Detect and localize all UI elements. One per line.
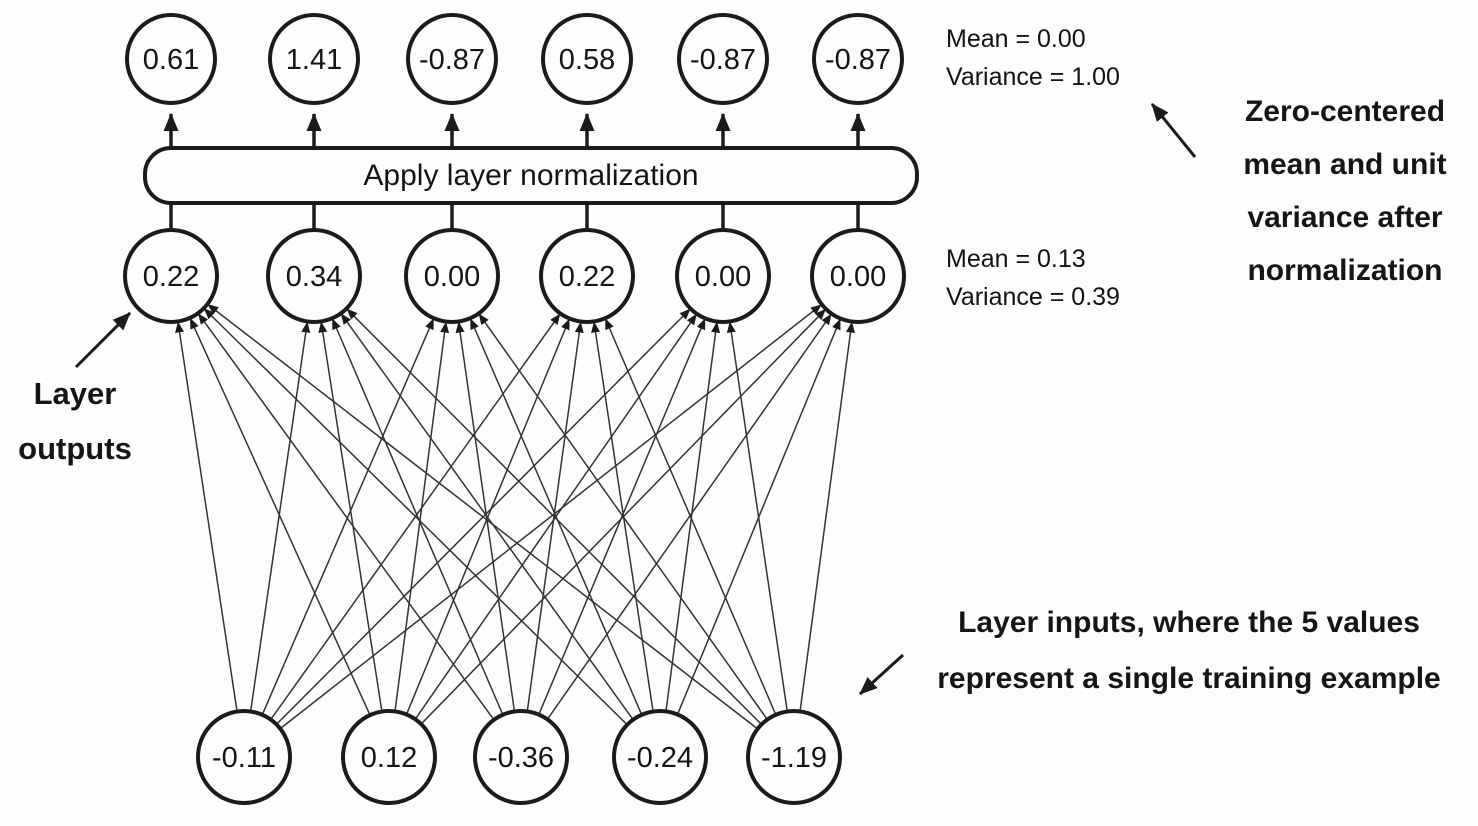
middle-node-2 [404, 228, 500, 324]
middle-node-3 [539, 228, 635, 324]
bottom-node-0 [196, 709, 292, 805]
apply-layer-normalization-box: Apply layer normalization [143, 146, 919, 205]
top-node-4 [677, 13, 769, 105]
mean-before-label: Mean = 0.13 [946, 245, 1086, 273]
middle-node-2-value: 0.00 [424, 261, 480, 293]
middle-node-3-value: 0.22 [559, 261, 615, 293]
top-node-3 [541, 13, 633, 105]
top-node-1-value: 1.41 [286, 44, 342, 76]
bottom-node-0-value: -0.11 [212, 742, 276, 774]
stats-before-normalization: Mean = 0.13 Variance = 0.39 [946, 240, 1120, 316]
middle-node-4-value: 0.00 [695, 261, 751, 293]
layer-outputs-arrow [74, 311, 132, 369]
caption-layer-outputs: Layer outputs [0, 366, 150, 476]
top-node-5-value: -0.87 [825, 44, 891, 76]
bottom-node-1-value: 0.12 [361, 742, 417, 774]
connection-line-4-2 [478, 313, 768, 720]
caption-layer-inputs-line1: Layer inputs, where the 5 values [958, 606, 1420, 639]
connection-line-1-0 [189, 317, 371, 716]
caption-zero-centered-line4: normalization [1247, 254, 1443, 287]
middle-node-0 [123, 228, 219, 324]
top-node-3-value: 0.58 [559, 44, 615, 76]
caption-layer-inputs: Layer inputs, where the 5 values represe… [889, 595, 1478, 707]
variance-before-label: Variance = 0.39 [946, 283, 1120, 311]
connection-line-3-4 [665, 321, 721, 712]
top-node-2-value: -0.87 [419, 44, 485, 76]
connection-line-1-3 [405, 318, 571, 715]
connection-line-0-2 [261, 317, 435, 716]
bottom-node-1 [341, 709, 437, 805]
middle-node-4 [675, 228, 771, 324]
connection-line-4-1 [345, 308, 763, 725]
middle-node-5-value: 0.00 [830, 261, 886, 293]
connection-line-4-4 [726, 321, 789, 712]
connection-line-3-2 [469, 317, 643, 716]
top-node-1 [268, 13, 360, 105]
top-node-2 [406, 13, 498, 105]
caption-layer-inputs-line2: represent a single training example [937, 662, 1441, 695]
mean-after-label: Mean = 0.00 [946, 25, 1086, 53]
top-node-0 [125, 13, 217, 105]
bottom-node-2 [473, 709, 569, 805]
bottom-node-4 [746, 709, 842, 805]
top-node-5 [812, 13, 904, 105]
middle-node-1 [266, 228, 362, 324]
connection-line-2-4 [538, 318, 706, 715]
connection-line-2-0 [197, 312, 495, 721]
bottom-node-4-value: -1.19 [761, 742, 827, 774]
connection-line-1-2 [394, 321, 450, 712]
stats-after-normalization: Mean = 0.00 Variance = 1.00 [946, 20, 1120, 96]
variance-after-label: Variance = 1.00 [946, 63, 1120, 91]
bottom-node-3-value: -0.24 [627, 742, 693, 774]
zero-centered-arrow [1150, 103, 1197, 158]
connection-line-4-3 [604, 317, 777, 716]
connection-line-4-5 [799, 321, 855, 712]
connection-line-3-1 [340, 312, 634, 721]
connection-line-4-0 [206, 303, 759, 730]
layer-inputs-arrow [858, 653, 905, 696]
connection-line-2-1 [331, 317, 504, 716]
caption-zero-centered-line2: mean and unit [1243, 148, 1447, 181]
bottom-node-3 [612, 709, 708, 805]
caption-layer-outputs-line2: outputs [18, 431, 132, 466]
connection-line-0-0 [175, 321, 238, 712]
caption-zero-centered: Zero-centered mean and unit variance aft… [1195, 85, 1478, 297]
connection-line-0-5 [279, 303, 823, 730]
middle-node-1-value: 0.34 [286, 261, 342, 293]
norm-box-label: Apply layer normalization [363, 158, 699, 192]
connection-line-3-0 [203, 307, 628, 726]
caption-layer-outputs-line1: Layer [33, 376, 117, 411]
top-node-0-value: 0.61 [143, 44, 199, 76]
connection-line-2-5 [546, 313, 833, 720]
bottom-node-2-value: -0.36 [488, 742, 554, 774]
middle-node-0-value: 0.22 [143, 261, 199, 293]
caption-zero-centered-line3: variance after [1247, 201, 1443, 234]
top-node-4-value: -0.87 [690, 44, 756, 76]
middle-node-5 [810, 228, 906, 324]
caption-zero-centered-line1: Zero-centered [1244, 95, 1446, 128]
connection-line-1-1 [318, 321, 383, 712]
connection-line-0-1 [249, 321, 311, 712]
